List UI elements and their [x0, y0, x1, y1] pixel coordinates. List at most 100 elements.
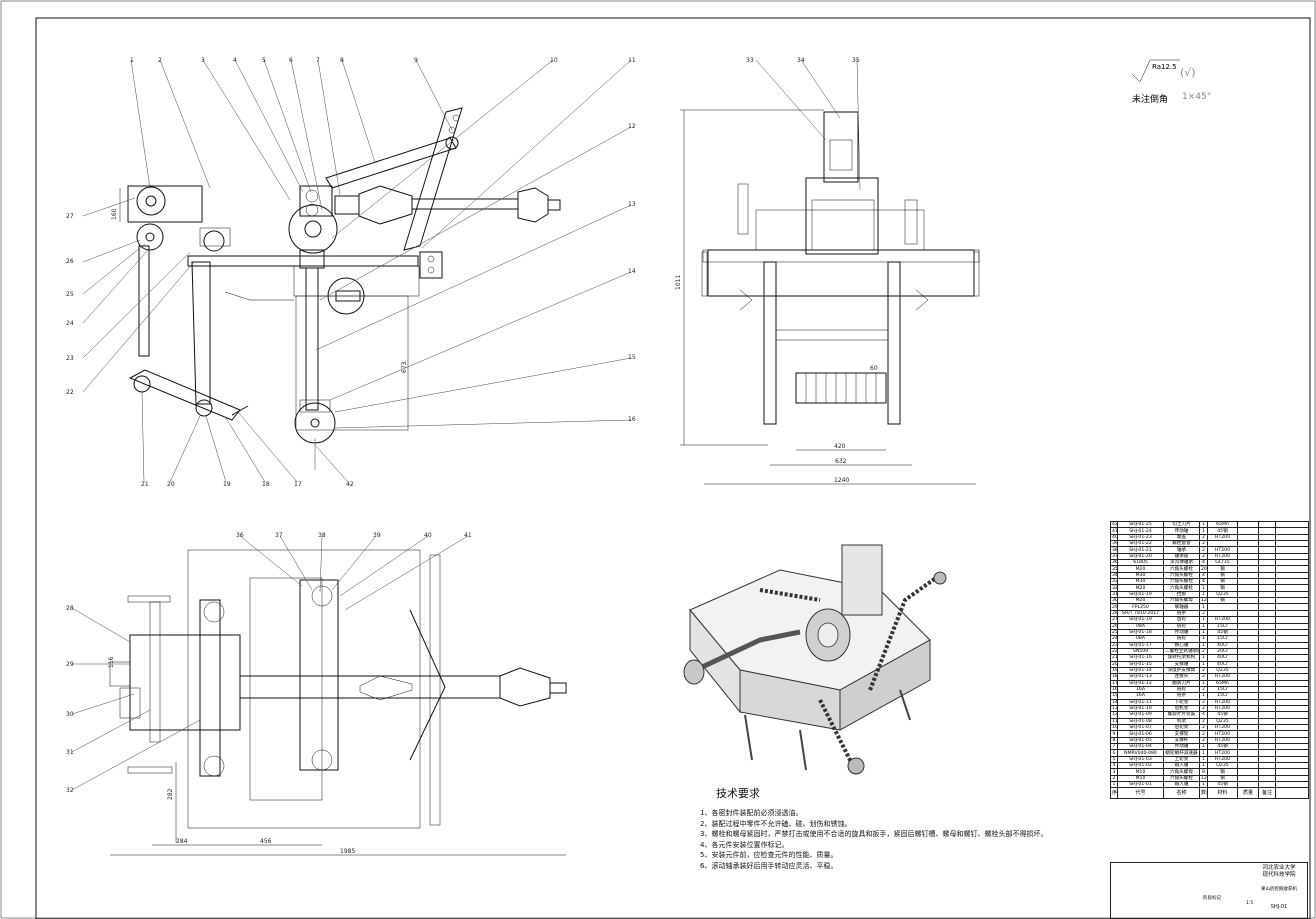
bom-cell: 深度护支撑臂	[1163, 666, 1200, 675]
dim-632: 632	[835, 458, 847, 465]
bom-cell: 38	[1110, 546, 1118, 554]
part-label-41: 41	[464, 532, 472, 539]
drawing-name: 果山药挖掘收获机	[1261, 887, 1297, 892]
bom-cell	[1275, 781, 1309, 789]
bom-cell: 37	[1110, 552, 1118, 561]
title-school: 河北农业大学 现代科技学院	[1253, 865, 1305, 879]
part-label-13: 13	[628, 201, 636, 208]
drive-shaft-joint-a	[358, 185, 413, 225]
dim-673: 673	[401, 361, 408, 373]
part-label-12: 12	[628, 123, 636, 130]
bom-header-cell: 名称	[1163, 787, 1200, 800]
drawing-code: SHJ-01	[1270, 904, 1288, 910]
bom-cell: 23	[1110, 641, 1118, 649]
gearbox-body	[127, 185, 203, 223]
top-shaft-left	[199, 599, 221, 777]
part-label-28: 28	[66, 605, 74, 612]
bom-cell	[1275, 787, 1309, 800]
roughness-value: Ra12.5	[1152, 63, 1177, 71]
bom-cell: 25	[1110, 628, 1118, 637]
reducer-circle	[288, 204, 338, 254]
iso-chain	[868, 573, 942, 691]
bom-header-cell: 序号	[1110, 787, 1118, 800]
part-label-39: 39	[373, 532, 381, 539]
part-label-23: 23	[66, 355, 74, 362]
side-roller	[795, 372, 887, 404]
dim-160: 160	[111, 208, 118, 220]
bom-cell: 螺旋叶片装置	[1163, 711, 1200, 719]
front-view: 160 673	[66, 57, 636, 488]
side-leg-left	[763, 261, 777, 425]
frame-back-plate	[295, 295, 409, 431]
bom-cell: 27	[1110, 616, 1118, 624]
side-mast	[823, 111, 859, 183]
part-label-2: 2	[158, 57, 162, 64]
ratio-value: 1:5	[1246, 901, 1254, 906]
bom-cell: 32	[1110, 584, 1118, 592]
part-label-10: 10	[550, 57, 558, 64]
part-label-4: 4	[233, 57, 237, 64]
tech-item: 3、螺栓和螺母紧固时，严禁打击或使用不合适的旋具和扳手，紧固后螺钉槽、螺母和螺钉…	[700, 830, 1048, 838]
bom-cell: 36	[1110, 559, 1118, 567]
bom-cell: 42	[1110, 520, 1118, 529]
drive-shaft-tube	[411, 198, 519, 210]
title-block: 河北农业大学 现代科技学院 果山药挖掘收获机 SHJ-01 阶段标记 1:5	[1110, 862, 1308, 919]
dim-116: 116	[108, 656, 115, 668]
part-label-17: 17	[294, 481, 302, 488]
dim-420: 420	[834, 443, 846, 450]
tech-item: 6、滚动轴承装好后用手转动应灵活、平稳。	[700, 861, 838, 870]
bom-cell: 12	[1199, 597, 1208, 605]
chamfer-value: 1×45°	[1182, 92, 1212, 102]
part-label-36: 36	[236, 532, 244, 539]
inner-border	[35, 17, 1311, 919]
part-label-1: 1	[130, 57, 134, 64]
part-label-15: 15	[628, 354, 636, 361]
bom-cell: 17	[1110, 679, 1118, 687]
tech-requirements-list: 1、各密封件装配前必须浸透油。 2、装配过程中零件不允许磕、碰、划伤和锈蚀。 3…	[700, 808, 1047, 871]
school-line-1: 河北农业大学	[1262, 865, 1296, 871]
top-pto-joint	[499, 667, 551, 707]
iso-gearbox	[841, 544, 883, 616]
tech-requirements-title: 技术要求	[716, 787, 760, 800]
part-label-33: 33	[746, 57, 754, 64]
part-label-18: 18	[262, 481, 270, 488]
bom-cell: 11	[1110, 717, 1118, 726]
bom-cell: 24	[1110, 635, 1118, 643]
gear-circle-lower	[136, 223, 164, 251]
part-label-22: 22	[66, 389, 74, 396]
bom-cell: 13	[1110, 704, 1118, 713]
side-frame-beam	[707, 249, 975, 297]
top-hitch	[409, 609, 446, 761]
part-label-5: 5	[262, 57, 266, 64]
bottom-wheel	[294, 402, 336, 444]
part-label-24: 24	[66, 320, 74, 327]
side-view: 1011 420 632 1240 60 33 34 35	[675, 57, 980, 485]
iso-pto-shaft	[698, 629, 801, 671]
part-label-6: 6	[289, 57, 293, 64]
bom-cell: 29	[1110, 603, 1118, 611]
bom-cell: 16	[1110, 685, 1118, 694]
bom-cell: 二螺栓立式轴承座	[1163, 647, 1200, 656]
middle-wheel	[327, 277, 365, 315]
bom-cell: 31	[1110, 590, 1118, 599]
part-label-20: 20	[167, 481, 175, 488]
tech-item: 1、各密封件装配前必须浸透油。	[700, 809, 803, 817]
bom-cell: 41	[1110, 527, 1118, 535]
chamfer-note: 未注倒角	[1132, 95, 1169, 105]
middle-rod	[191, 261, 211, 405]
part-label-40: 40	[424, 532, 432, 539]
part-label-3: 3	[201, 57, 205, 64]
part-label-29: 29	[66, 661, 74, 668]
bom-header-row: 序号代号名称数量材料质量备注	[1110, 787, 1309, 800]
dim-284: 284	[176, 838, 188, 845]
part-label-42: 42	[346, 481, 354, 488]
bom-cell: 旋转托架机构	[1163, 654, 1200, 662]
bom-header-cell: 材料	[1207, 787, 1238, 800]
top-drum	[299, 579, 339, 771]
bom-cell: 15	[1110, 692, 1118, 700]
